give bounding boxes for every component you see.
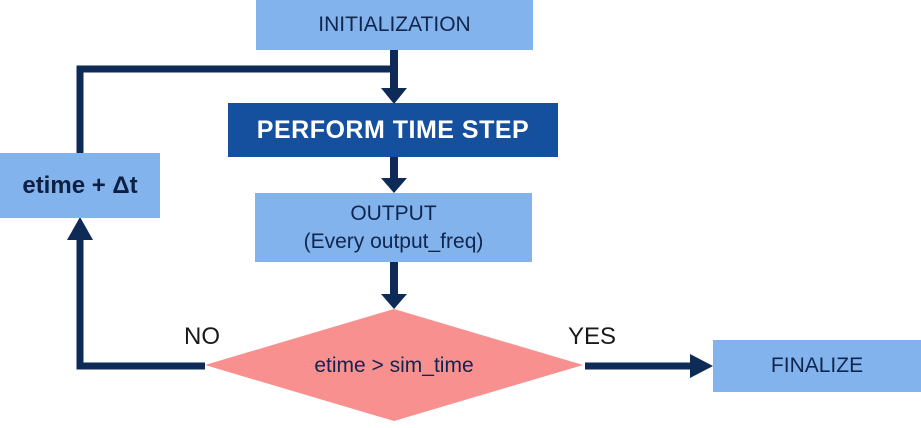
loop-return-connector <box>76 65 394 156</box>
no-branch-connector <box>76 238 205 370</box>
yes-branch-label: YES <box>568 323 617 350</box>
arrowhead-perform-to-output <box>381 178 407 193</box>
initialization-box: INITIALIZATION <box>256 0 533 50</box>
perform-time-step-box: PERFORM TIME STEP <box>228 103 558 157</box>
output-sublabel: (Every output_freq) <box>303 229 484 253</box>
output-box: OUTPUT (Every output_freq) <box>255 193 532 262</box>
perform-time-step-label: PERFORM TIME STEP <box>256 115 530 144</box>
decision-label: etime > sim_time <box>314 354 474 377</box>
initialization-label: INITIALIZATION <box>318 13 471 37</box>
finalize-label: FINALIZE <box>770 354 864 378</box>
output-label: OUTPUT <box>350 202 437 226</box>
decision-diamond-shape <box>205 309 583 421</box>
finalize-box: FINALIZE <box>713 340 921 392</box>
arrowhead-yes-branch <box>690 354 713 378</box>
arrowhead-output-to-decision <box>381 294 407 309</box>
arrowhead-init-to-perform <box>381 88 407 104</box>
no-branch-label: NO <box>184 323 220 350</box>
etime-increment-box: etime + Δt <box>0 153 160 218</box>
arrowhead-no-branch <box>67 217 93 240</box>
etime-increment-label: etime + Δt <box>22 171 138 199</box>
